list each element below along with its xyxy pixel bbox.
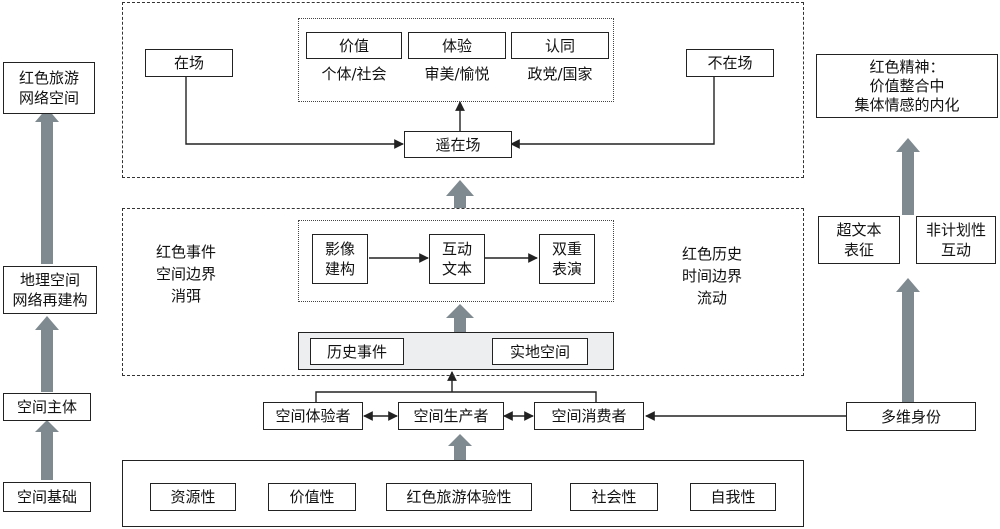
- node-image-construction: 影像 建构: [312, 234, 368, 284]
- node-value-attr: 价值性: [268, 483, 356, 511]
- node-real-space: 实地空间: [492, 338, 588, 365]
- node-self: 自我性: [690, 483, 776, 511]
- node-red-spirit: 红色精神： 价值整合中 集体情感的内化: [816, 54, 998, 118]
- thick-arrow-bottom-to-producer: [448, 434, 472, 460]
- node-experience: 体验: [408, 32, 506, 59]
- thick-arrow-base-to-subject: [35, 420, 59, 480]
- node-present: 在场: [145, 49, 233, 77]
- node-space-producer: 空间生产者: [398, 402, 504, 430]
- node-space-consumer: 空间消费者: [534, 402, 644, 430]
- node-resource: 资源性: [150, 483, 236, 511]
- node-hypertext: 超文本 表征: [818, 216, 900, 264]
- node-social: 社会性: [570, 483, 658, 511]
- thick-arrow-rebuild-to-top: [35, 108, 59, 264]
- thick-arrow-shaded-to-sequence: [446, 304, 474, 332]
- thick-arrow-identity-to-hypertext: [896, 278, 920, 402]
- thick-arrow-subject-to-rebuild: [35, 316, 59, 392]
- node-dual-performance: 双重 表演: [539, 234, 595, 284]
- label-value-sub: 个体/社会: [321, 65, 387, 83]
- connector-actors-bracket: [315, 391, 597, 402]
- node-geo-space-rebuild: 地理空间 网络再建构: [3, 266, 97, 314]
- connector-absent-to-remote: [510, 77, 715, 149]
- label-history-time-boundary: 红色历史 时间边界 流动: [681, 245, 742, 307]
- middle-panel: [122, 208, 804, 376]
- thick-arrow-middle-to-top: [446, 180, 474, 208]
- node-red-tour-network-space: 红色旅游 网络空间: [3, 62, 95, 114]
- node-history-event: 历史事件: [310, 338, 404, 365]
- node-absent: 不在场: [686, 49, 774, 77]
- node-identity: 认同: [511, 32, 609, 59]
- node-multi-identity: 多维身份: [846, 402, 976, 431]
- node-value: 价值: [306, 32, 402, 59]
- label-event-space-boundary: 红色事件 空间边界 消弭: [155, 243, 216, 305]
- node-space-experiencer: 空间体验者: [263, 402, 363, 430]
- thick-arrow-hypertext-to-spirit: [896, 138, 920, 215]
- connector-present-to-remote: [185, 77, 404, 149]
- node-red-tour-experience: 红色旅游体验性: [386, 483, 532, 511]
- node-space-subject: 空间主体: [3, 393, 91, 421]
- node-interactive-text: 互动 文本: [429, 234, 485, 284]
- label-identity-sub: 政党/国家: [527, 65, 593, 83]
- top-panel: [122, 2, 804, 178]
- label-experience-sub: 审美/愉悦: [424, 65, 490, 83]
- middle-sequence-group: [298, 220, 614, 302]
- top-values-group: [298, 18, 614, 102]
- node-remote-presence: 遥在场: [404, 131, 512, 158]
- node-unplanned-interaction: 非计划性 互动: [916, 216, 996, 264]
- node-space-base: 空间基础: [3, 482, 91, 512]
